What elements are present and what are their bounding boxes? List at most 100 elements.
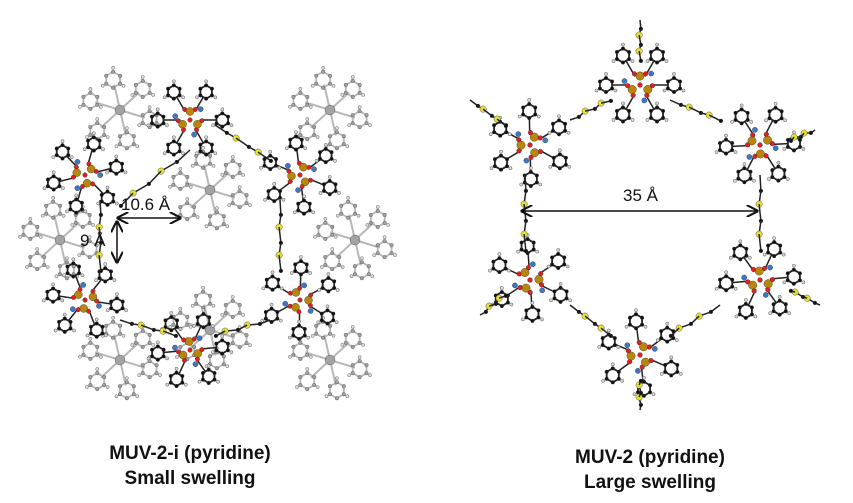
carbon-atom bbox=[108, 276, 113, 281]
carbon-atom bbox=[557, 118, 562, 123]
fe3o-cluster bbox=[714, 236, 806, 320]
hydrogen-atom bbox=[548, 165, 553, 169]
hydrogen-atom bbox=[220, 313, 225, 317]
benzene-ring bbox=[351, 360, 368, 379]
carbon-atom bbox=[675, 369, 680, 374]
oxygen-atom bbox=[631, 71, 637, 77]
carbon-atom bbox=[321, 69, 326, 74]
hydrogen-atom bbox=[604, 72, 608, 76]
oxygen-atom bbox=[627, 359, 633, 365]
oxygen-atom bbox=[750, 132, 756, 138]
hydrogen-atom bbox=[229, 350, 234, 355]
oxygen-atom bbox=[625, 348, 631, 354]
hydrogen-atom bbox=[92, 131, 96, 136]
bond bbox=[99, 199, 102, 215]
carbon-atom bbox=[304, 262, 309, 267]
oxygen-atom bbox=[637, 82, 643, 88]
oxygen-atom bbox=[82, 172, 88, 178]
carbon-atom bbox=[270, 287, 275, 292]
carbon-atom bbox=[733, 110, 738, 115]
carbon-atom bbox=[298, 125, 303, 130]
carbon-atom bbox=[54, 146, 59, 151]
carbon-atom bbox=[77, 264, 82, 269]
thioether-linker bbox=[119, 319, 178, 338]
carbon-atom bbox=[533, 105, 538, 110]
carbon-atom bbox=[564, 289, 569, 294]
carbon-atom bbox=[350, 94, 355, 99]
carbon-atom bbox=[321, 188, 326, 193]
carbon-atom bbox=[201, 311, 206, 316]
carbon-atom bbox=[330, 267, 335, 272]
carbon-atom bbox=[505, 164, 510, 169]
carbon-atom bbox=[329, 156, 334, 161]
hydrogen-atom bbox=[616, 345, 621, 349]
carbon-atom bbox=[213, 333, 218, 338]
hydrogen-atom bbox=[70, 223, 75, 227]
benzene-ring bbox=[292, 341, 309, 360]
carbon-atom bbox=[718, 284, 723, 289]
hydrogen-atom bbox=[158, 373, 162, 377]
carbon-atom bbox=[638, 378, 643, 383]
carbon-atom bbox=[359, 276, 364, 281]
nitrogen-atom bbox=[635, 368, 641, 374]
interpenetrated-net bbox=[313, 195, 397, 281]
carbon-atom bbox=[627, 115, 632, 120]
oxygen-atom bbox=[199, 347, 205, 352]
carbon-atom bbox=[616, 369, 621, 374]
sulfur-atom bbox=[221, 327, 229, 335]
hydrogen-atom bbox=[278, 318, 283, 323]
nitrogen-atom bbox=[651, 346, 658, 352]
carbon-atom bbox=[730, 148, 735, 153]
carbon-atom bbox=[87, 255, 92, 260]
nitrogen-atom bbox=[192, 361, 199, 367]
carbon-atom bbox=[341, 384, 346, 389]
carbon-atom bbox=[326, 276, 331, 281]
carbon-atom bbox=[648, 383, 653, 388]
carbon-atom bbox=[21, 232, 26, 237]
hydrogen-atom bbox=[183, 382, 188, 387]
carbon-atom bbox=[269, 319, 274, 324]
iron-atom bbox=[756, 149, 765, 159]
carbon-atom bbox=[678, 86, 683, 91]
carbon-atom bbox=[147, 109, 152, 114]
hydrogen-atom bbox=[345, 394, 350, 399]
nitrogen-atom bbox=[74, 159, 81, 165]
carbon-atom bbox=[350, 113, 355, 118]
nitrogen-atom bbox=[752, 127, 758, 133]
carbon-atom bbox=[791, 281, 796, 286]
carbon-atom bbox=[88, 133, 93, 138]
benzene-ring bbox=[329, 381, 345, 400]
hydrogen-atom bbox=[792, 130, 796, 135]
carbon-atom bbox=[364, 121, 369, 126]
carbon-atom bbox=[503, 259, 508, 264]
carbon-atom bbox=[200, 371, 205, 376]
interpenetrated-net bbox=[168, 145, 252, 231]
carbon-atom bbox=[557, 152, 562, 157]
carbon-atom bbox=[207, 315, 212, 320]
carbon-atom bbox=[321, 182, 326, 187]
hydrogen-atom bbox=[277, 165, 282, 170]
thioether-linker bbox=[469, 99, 508, 128]
bond bbox=[214, 124, 228, 134]
oxygen-atom bbox=[527, 142, 533, 148]
carbon-atom bbox=[166, 86, 171, 91]
benzene-ring bbox=[551, 252, 566, 269]
carbon-atom bbox=[366, 264, 371, 269]
oxygen-atom bbox=[637, 352, 643, 358]
grey-node-atom bbox=[54, 234, 66, 246]
carbon-atom bbox=[270, 274, 275, 279]
benzene-ring bbox=[105, 320, 121, 339]
hydrogen-atom bbox=[172, 79, 176, 84]
carbon-atom bbox=[118, 81, 123, 86]
carbon-atom bbox=[718, 277, 723, 282]
carbon-atom bbox=[117, 134, 122, 139]
hydrogen-atom bbox=[664, 118, 669, 122]
carbon-atom bbox=[57, 264, 62, 269]
hydrogen-atom bbox=[51, 170, 56, 175]
oxygen-atom bbox=[296, 160, 302, 166]
carbon-atom bbox=[659, 329, 664, 334]
carbon-atom bbox=[44, 211, 49, 216]
carbon-atom bbox=[88, 383, 93, 388]
oxygen-atom bbox=[287, 179, 293, 184]
carbon-atom bbox=[111, 85, 116, 90]
